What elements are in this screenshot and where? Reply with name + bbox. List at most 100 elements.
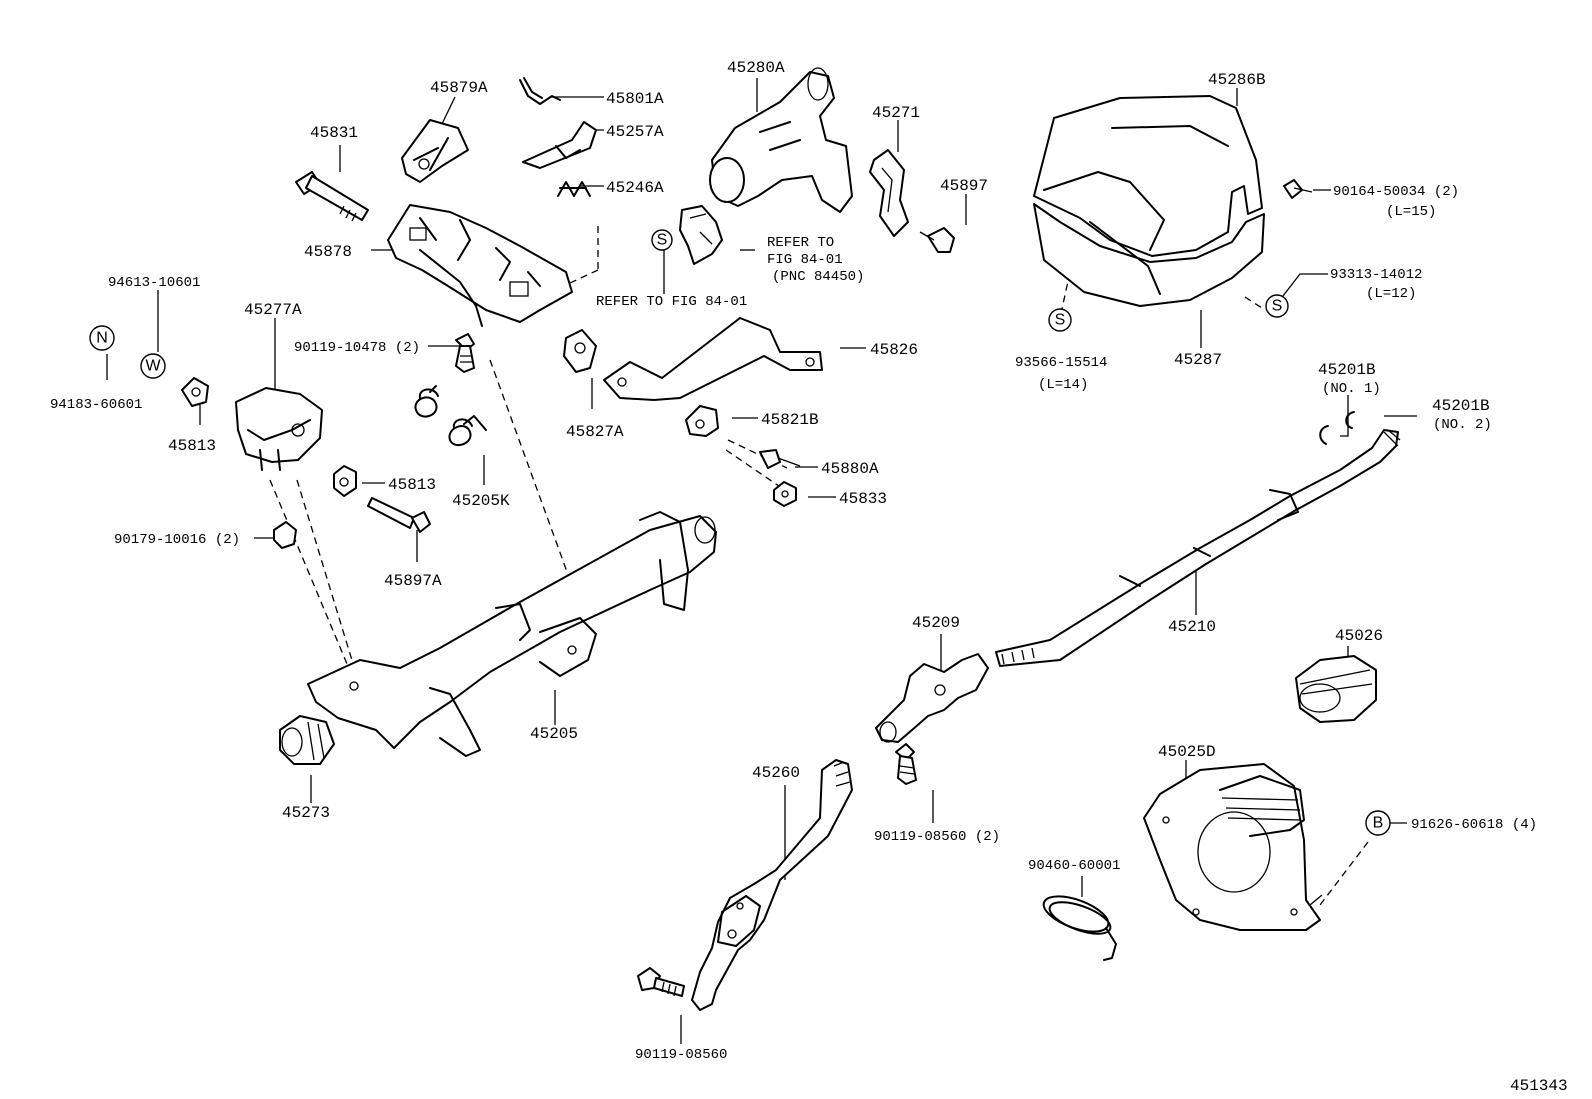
label-45831: 45831 [310, 124, 358, 142]
part-45880A-bolt [759, 449, 801, 469]
label-45271: 45271 [872, 104, 920, 122]
label-90164-length: (L=15) [1386, 204, 1436, 220]
label-90119-10478: 90119-10478 (2) [294, 340, 420, 356]
part-90460-clamp [1042, 895, 1117, 961]
part-45897A-bolt [367, 497, 431, 533]
part-45271-plate [869, 149, 909, 237]
part-45878-bracket [387, 204, 573, 327]
symbol-s-refer: S [651, 229, 673, 251]
label-45813-center: 45813 [388, 476, 436, 494]
part-45826-brace [603, 317, 823, 401]
part-90119-10478-bolt [455, 333, 475, 373]
label-90119-08560-2: 90119-08560 (2) [874, 829, 1000, 845]
label-45821B: 45821B [761, 411, 819, 429]
part-45287-lower-cover [1033, 203, 1265, 307]
symbol-s-93313: S [1265, 294, 1289, 318]
label-91626-60618: 91626-60618 (4) [1411, 817, 1537, 833]
part-45026-boot [1295, 655, 1377, 723]
symbol-b-91626: B [1365, 810, 1391, 836]
label-45813-left: 45813 [168, 437, 216, 455]
label-45246A: 45246A [606, 179, 664, 197]
symbol-letter-s-2: S [1055, 312, 1066, 329]
part-45897-screw [919, 227, 955, 253]
label-45273: 45273 [282, 804, 330, 822]
label-45880A: 45880A [821, 460, 879, 478]
label-45201B-no2-sub: (NO. 2) [1433, 417, 1492, 433]
symbol-letter-w: W [145, 358, 161, 375]
part-45801A-spring-clip [519, 77, 561, 105]
part-90179-nut [273, 521, 297, 549]
label-45879A: 45879A [430, 79, 488, 97]
refer-note-2: REFER TO FIG 84-01 [596, 294, 747, 310]
part-45209-joint [875, 653, 989, 743]
part-45201B-no1-clip [1319, 425, 1329, 445]
part-45201B-no2-clip [1345, 411, 1355, 429]
symbol-letter-n: N [96, 330, 108, 347]
part-45879A-clip [401, 119, 469, 183]
part-45821B-plate [685, 405, 719, 437]
part-45205-column-tube [307, 511, 717, 757]
label-90119-08560: 90119-08560 [635, 1047, 727, 1063]
label-45026: 45026 [1335, 627, 1383, 645]
label-90179-10016: 90179-10016 (2) [114, 532, 240, 548]
label-45878: 45878 [304, 243, 352, 261]
symbol-letter-b: B [1373, 815, 1384, 832]
label-45286B: 45286B [1208, 71, 1266, 89]
part-45831-bolt [295, 171, 369, 222]
label-45897A: 45897A [384, 572, 442, 590]
label-93313-length: (L=12) [1366, 286, 1416, 302]
label-93566-length: (L=14) [1038, 377, 1088, 393]
part-45246A-spring [557, 181, 591, 197]
label-45287: 45287 [1174, 351, 1222, 369]
label-45257A: 45257A [606, 123, 664, 141]
part-45280A-housing [709, 67, 853, 213]
part-45205K-springs [414, 385, 487, 447]
label-94183-60601: 94183-60601 [50, 397, 142, 413]
label-45205K: 45205K [452, 492, 510, 510]
label-45826: 45826 [870, 341, 918, 359]
part-45827A-washer [563, 329, 597, 373]
symbol-n-94183: N [89, 325, 115, 351]
part-45210-main-shaft [995, 429, 1401, 667]
part-45025D-boot-plate [1143, 763, 1321, 931]
symbol-s-93566: S [1048, 308, 1072, 332]
part-labels: 45879A 45801A 45257A 45246A 45831 45878 … [50, 59, 1537, 1063]
label-93313-14012: 93313-14012 [1330, 267, 1422, 283]
label-45201B-no2: 45201B [1432, 397, 1490, 415]
part-90119-08560-2-bolt [895, 743, 917, 785]
label-45201B-no1: 45201B [1318, 361, 1376, 379]
part-45277A-bracket [235, 387, 323, 471]
label-45280A: 45280A [727, 59, 785, 77]
label-90164-50034: 90164-50034 (2) [1333, 184, 1459, 200]
label-45260: 45260 [752, 764, 800, 782]
label-45025D: 45025D [1158, 743, 1216, 761]
label-45205: 45205 [530, 725, 578, 743]
label-45201B-no1-sub: (NO. 1) [1322, 381, 1381, 397]
refer-note-1-line1: REFER TO [767, 235, 834, 251]
label-90460-60001: 90460-60001 [1028, 858, 1120, 874]
part-45273-bushing [279, 715, 335, 765]
label-93566-15514: 93566-15514 [1015, 355, 1107, 371]
part-45257A-lever [522, 121, 597, 169]
part-refer-sensor [679, 205, 723, 265]
part-45260-intermediate-shaft [691, 759, 853, 1011]
leader-lines [106, 78, 1417, 1044]
refer-note-1-line3: (PNC 84450) [772, 269, 864, 285]
part-45833-nut [773, 481, 797, 507]
label-45897: 45897 [940, 177, 988, 195]
label-45833: 45833 [839, 490, 887, 508]
part-90164-screw [1283, 179, 1313, 199]
symbol-letter-s-1: S [657, 232, 668, 249]
symbol-letter-s-3: S [1272, 298, 1283, 315]
label-45801A: 45801A [606, 90, 664, 108]
symbol-w-94613: W [140, 353, 166, 379]
label-45827A: 45827A [566, 423, 624, 441]
part-91626-bolt-mark [1309, 894, 1323, 906]
part-45813-nut-left [181, 377, 209, 407]
refer-note-1-line2: FIG 84-01 [767, 252, 843, 268]
label-45209: 45209 [912, 614, 960, 632]
label-45210: 45210 [1168, 618, 1216, 636]
part-45286B-upper-cover [1033, 95, 1263, 257]
part-45813-nut-center [333, 465, 357, 497]
